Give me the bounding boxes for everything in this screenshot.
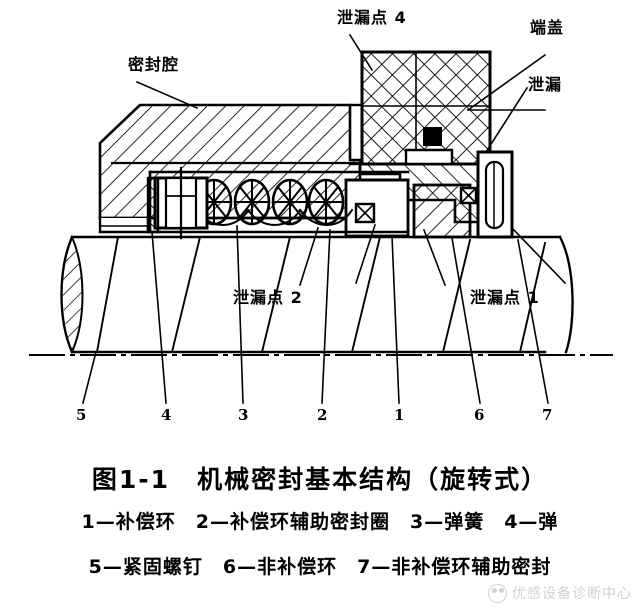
fastening-screw	[153, 166, 209, 240]
drive-collar	[146, 176, 160, 234]
callout-number-1: 1	[394, 406, 405, 424]
stationary-ring-oring	[459, 186, 478, 205]
label-leak-point-2: 泄漏点 2	[233, 288, 303, 307]
spring-coils	[195, 178, 354, 226]
gland-bolt-head	[423, 127, 442, 146]
callout-number-7: 7	[542, 406, 553, 424]
watermark-text: 优感设备诊断中心	[512, 586, 632, 602]
watermark: 优感设备诊断中心	[488, 583, 632, 603]
cover-flange	[348, 103, 364, 166]
callout-number-5: 5	[76, 406, 87, 424]
mechanical-seal-cross-section-diagram: 密封腔 泄漏点 4 端盖 泄漏 泄漏点 2 泄漏点 1 5 4 3 2 1 6 …	[29, 8, 613, 424]
figure-caption-block: 图1-1 机械密封基本结构（旋转式） 1—补偿环 2—补偿环辅助密封圈 3—弹簧…	[0, 448, 640, 609]
callout-number-2: 2	[317, 406, 328, 424]
figure-legend-line-2: 5—紧固螺钉 6—非补偿环 7—非补偿环辅助密封	[88, 556, 552, 578]
figure-title: 图1-1 机械密封基本结构（旋转式）	[91, 465, 549, 494]
figure-legend-line-1: 1—补偿环 2—补偿环辅助密封圈 3—弹簧 4—弹	[81, 511, 559, 533]
callout-number-3: 3	[238, 406, 249, 424]
label-end-cover: 端盖	[530, 18, 565, 37]
gland-bolt-seat	[404, 148, 454, 166]
callout-number-6: 6	[474, 406, 485, 424]
callout-number-4: 4	[161, 406, 172, 424]
right-end-plate	[476, 150, 514, 239]
compensating-ring	[344, 178, 410, 238]
housing-left-shoulder	[98, 216, 150, 234]
label-seal-chamber: 密封腔	[128, 55, 180, 74]
callout-leaders	[82, 225, 549, 404]
stationary-ring	[412, 183, 472, 239]
diagram-canvas	[29, 33, 613, 404]
label-leak-point-1: 泄漏点 1	[470, 288, 540, 307]
watermark-logo-icon	[488, 583, 507, 603]
leader-lines	[135, 33, 567, 287]
label-leakage: 泄漏	[528, 75, 563, 94]
label-leak-point-4: 泄漏点 4	[337, 8, 407, 27]
